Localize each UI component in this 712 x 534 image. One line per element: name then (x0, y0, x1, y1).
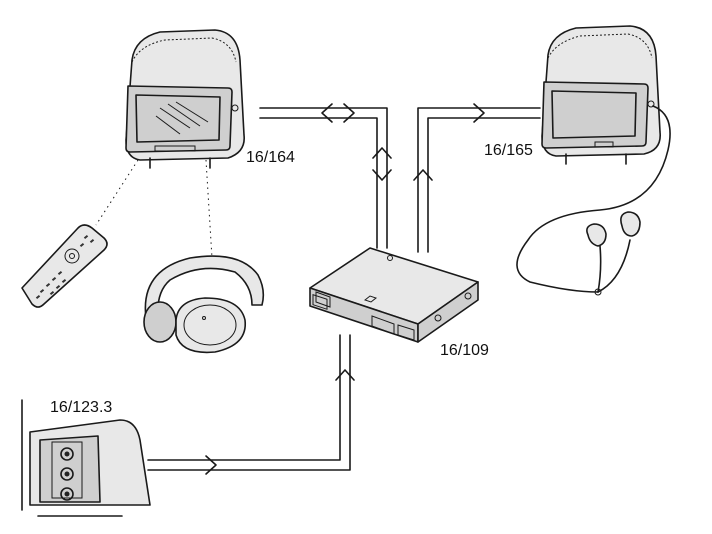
aux-input-panel (21, 399, 151, 517)
signal-path-aux-input (147, 334, 355, 475)
screen-glare (155, 101, 209, 135)
label-monitor-left: 16/164 (246, 149, 295, 166)
control-unit-box (309, 247, 479, 343)
label-control-unit: 16/109 (440, 342, 489, 359)
left-headrest-monitor (125, 29, 245, 169)
label-aux-input: 16/123.3 (50, 399, 112, 416)
wired-earphones-icon (516, 105, 671, 296)
signal-path-right-monitor (413, 103, 541, 253)
label-monitor-right: 16/165 (484, 142, 533, 159)
remote-control-icon (21, 224, 108, 308)
ir-beam-remote (95, 159, 139, 226)
ir-beam-headphones (205, 159, 213, 259)
right-headrest-monitor (541, 25, 661, 165)
aux-jack-icon (60, 447, 74, 501)
wireless-headphones-icon (143, 255, 265, 354)
signal-path-left-monitor (259, 103, 392, 249)
